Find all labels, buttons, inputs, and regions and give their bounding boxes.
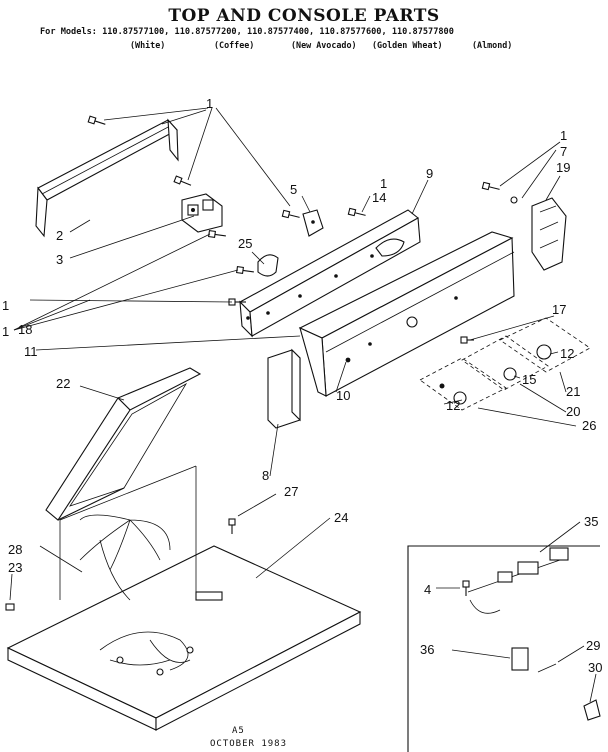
- callout-24: 24: [334, 510, 348, 525]
- color-new-avocado: (New Avocado): [291, 40, 357, 50]
- dryer-top-part: [6, 465, 362, 731]
- trim-strip-part: [35, 118, 179, 238]
- small-bracket-part: [302, 209, 324, 237]
- switch-bracket-part: [181, 193, 223, 233]
- callout-35: 35: [584, 514, 598, 529]
- callout-26: 26: [582, 418, 596, 433]
- callout-1-right: 1: [560, 128, 567, 143]
- callout-4: 4: [424, 582, 431, 597]
- callout-1-top: 1: [206, 96, 213, 111]
- callout-7: 7: [560, 144, 567, 159]
- footer-code: A5: [232, 726, 245, 736]
- callout-5: 5: [290, 182, 297, 197]
- callout-12-b: 12: [446, 398, 460, 413]
- screw-set: [5, 115, 518, 611]
- console-channel: [298, 231, 515, 397]
- color-white: (White): [130, 40, 166, 50]
- callout-14: 14: [372, 190, 386, 205]
- callout-28: 28: [8, 542, 22, 557]
- clip-part: [5, 603, 15, 611]
- callout-17: 17: [552, 302, 566, 317]
- lens-cover-part: [267, 348, 301, 429]
- diagram-title: TOP AND CONSOLE PARTS: [168, 6, 440, 26]
- lid-frame-part: [45, 367, 202, 521]
- callout-3: 3: [56, 252, 63, 267]
- color-almond: (Almond): [472, 40, 513, 50]
- knob-clip-part: [257, 254, 279, 277]
- callout-1-left-b: 1: [2, 324, 9, 339]
- models-line: For Models: 110.87577100, 110.87577200, …: [40, 27, 454, 37]
- end-cap-part: [531, 197, 567, 271]
- color-coffee: (Coffee): [214, 40, 255, 50]
- callout-29: 29: [586, 638, 600, 653]
- callout-22: 22: [56, 376, 70, 391]
- callout-27: 27: [284, 484, 298, 499]
- callout-23: 23: [8, 560, 22, 575]
- callout-10: 10: [336, 388, 350, 403]
- callout-19: 19: [556, 160, 570, 175]
- callout-1-mid: 1: [380, 176, 387, 191]
- callout-21: 21: [566, 384, 580, 399]
- inset-box: [407, 545, 601, 752]
- callout-2: 2: [56, 228, 63, 243]
- callout-1-left-a: 1: [2, 298, 9, 313]
- callout-8: 8: [262, 468, 269, 483]
- callout-9: 9: [426, 166, 433, 181]
- leader-lines: [9, 107, 597, 703]
- callout-11: 11: [24, 344, 38, 359]
- footer-date: OCTOBER 1983: [210, 739, 288, 749]
- console-back-panel: [239, 209, 421, 338]
- callout-15: 15: [522, 372, 536, 387]
- knob-group: [419, 317, 591, 411]
- callout-25: 25: [238, 236, 252, 251]
- callout-36: 36: [420, 642, 434, 657]
- callout-18: 18: [18, 322, 32, 337]
- callout-30: 30: [588, 660, 602, 675]
- callout-12-a: 12: [560, 346, 574, 361]
- color-golden-wheat: (Golden Wheat): [372, 40, 443, 50]
- callout-20: 20: [566, 404, 580, 419]
- callout-labels: 1 1 1 1 1 2 3 4 5 7 8 9 10 11 12 12 14 1…: [2, 96, 602, 675]
